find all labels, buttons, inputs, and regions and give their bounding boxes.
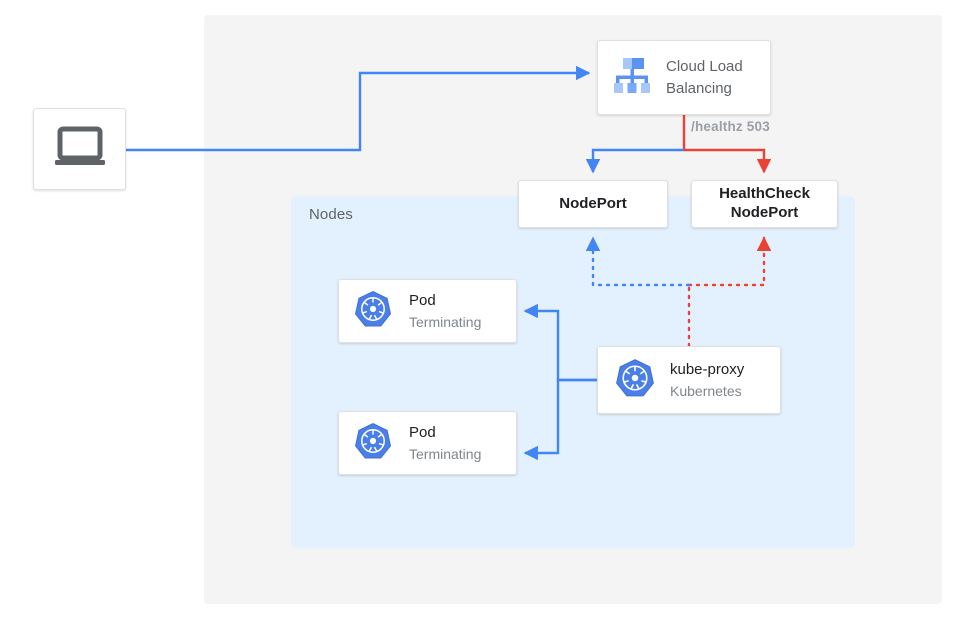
nodes-panel-label: Nodes bbox=[309, 206, 353, 223]
pod-node-1-title: Pod bbox=[409, 292, 436, 310]
cloud-load-balancing-label: Cloud Load Balancing bbox=[666, 56, 743, 99]
client-node bbox=[33, 108, 126, 190]
pod-node-2: Pod Terminating bbox=[338, 411, 517, 475]
pod-node-2-text: Pod Terminating bbox=[409, 423, 481, 463]
cloud-load-balancing-label-line-2: Balancing bbox=[666, 79, 732, 97]
healthcheck-nodeport-label: HealthCheck NodePort bbox=[719, 185, 810, 223]
nodeport-label: NodePort bbox=[559, 194, 627, 212]
kube-proxy-node: kube-proxy Kubernetes bbox=[597, 346, 781, 414]
pod-node-1-status: Terminating bbox=[409, 313, 482, 330]
kube-proxy-text: kube-proxy Kubernetes bbox=[670, 360, 744, 400]
healthcheck-nodeport-node: HealthCheck NodePort bbox=[691, 180, 838, 228]
cloud-load-balancing-label-line-1: Cloud Load bbox=[666, 58, 743, 76]
kubernetes-icon bbox=[353, 289, 393, 334]
healthcheck-nodeport-label-line-1: HealthCheck bbox=[719, 185, 810, 203]
healthz-status-label: /healthz 503 bbox=[691, 119, 770, 134]
nodeport-node: NodePort bbox=[518, 180, 668, 228]
pod-node-1-text: Pod Terminating bbox=[409, 291, 481, 331]
kube-proxy-title: kube-proxy bbox=[670, 361, 745, 379]
pod-node-2-title: Pod bbox=[409, 424, 436, 442]
kubernetes-icon bbox=[353, 421, 393, 466]
pod-node-1: Pod Terminating bbox=[338, 279, 517, 343]
cloud-load-balancing-icon bbox=[610, 54, 654, 101]
kube-proxy-subtitle: Kubernetes bbox=[670, 382, 742, 399]
laptop-icon bbox=[52, 125, 108, 174]
cloud-load-balancing-node: Cloud Load Balancing bbox=[597, 40, 771, 115]
pod-node-2-status: Terminating bbox=[409, 445, 482, 462]
kubernetes-icon bbox=[614, 357, 656, 404]
healthcheck-nodeport-label-line-2: NodePort bbox=[730, 204, 799, 221]
